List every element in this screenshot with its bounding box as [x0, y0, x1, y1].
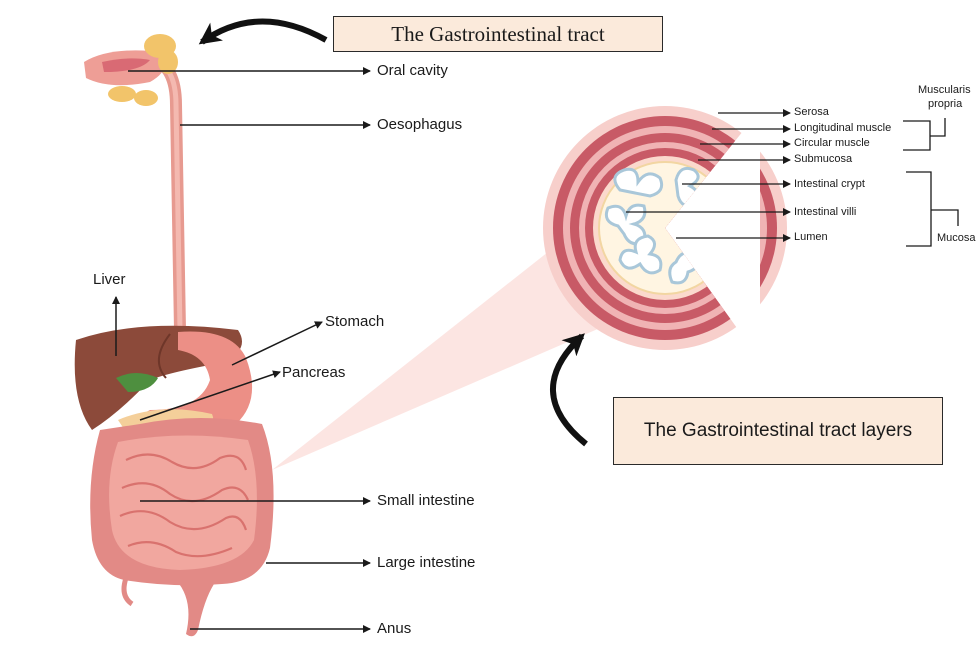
- salivary-gland-submandibular: [134, 90, 158, 106]
- label-muscularis-line1: Muscularis: [918, 84, 971, 96]
- gi-cross-section: [543, 106, 787, 350]
- label-anus: Anus: [377, 620, 411, 637]
- mucosa-bracket: [906, 172, 931, 246]
- zoom-cone: [272, 252, 600, 470]
- curved-arrow-bottom: [553, 336, 586, 444]
- label-muscularis-line2: propria: [928, 98, 962, 110]
- salivary-gland-sublingual: [108, 86, 136, 102]
- rectum-shape: [176, 580, 214, 636]
- muscularis-bracket: [903, 121, 930, 150]
- label-intestinal-villi: Intestinal villi: [794, 206, 856, 218]
- label-pancreas: Pancreas: [282, 364, 345, 381]
- layers-title: The Gastrointestinal tract layers: [644, 419, 912, 443]
- label-liver: Liver: [93, 271, 126, 288]
- label-stomach: Stomach: [325, 313, 384, 330]
- main-title-box: The Gastrointestinal tract: [333, 16, 663, 52]
- label-small-intestine: Small intestine: [377, 492, 475, 509]
- brackets: [903, 118, 958, 246]
- label-oral-cavity: Oral cavity: [377, 62, 448, 79]
- label-large-intestine: Large intestine: [377, 554, 475, 571]
- curved-arrow-top: [202, 21, 326, 42]
- layers-title-box: The Gastrointestinal tract layers: [613, 397, 943, 465]
- label-intestinal-crypt: Intestinal crypt: [794, 178, 865, 190]
- label-oesophagus: Oesophagus: [377, 116, 462, 133]
- label-longitudinal-muscle: Longitudinal muscle: [794, 122, 891, 134]
- label-serosa: Serosa: [794, 106, 829, 118]
- arrow-stomach: [232, 322, 322, 365]
- label-lumen: Lumen: [794, 231, 828, 243]
- mucosa-connector: [931, 210, 958, 226]
- label-mucosa: Mucosa: [937, 232, 976, 244]
- label-circular-muscle: Circular muscle: [794, 137, 870, 149]
- appendix-shape: [124, 578, 132, 604]
- main-title: The Gastrointestinal tract: [391, 22, 604, 47]
- muscularis-connector: [930, 118, 945, 136]
- label-submucosa: Submucosa: [794, 153, 852, 165]
